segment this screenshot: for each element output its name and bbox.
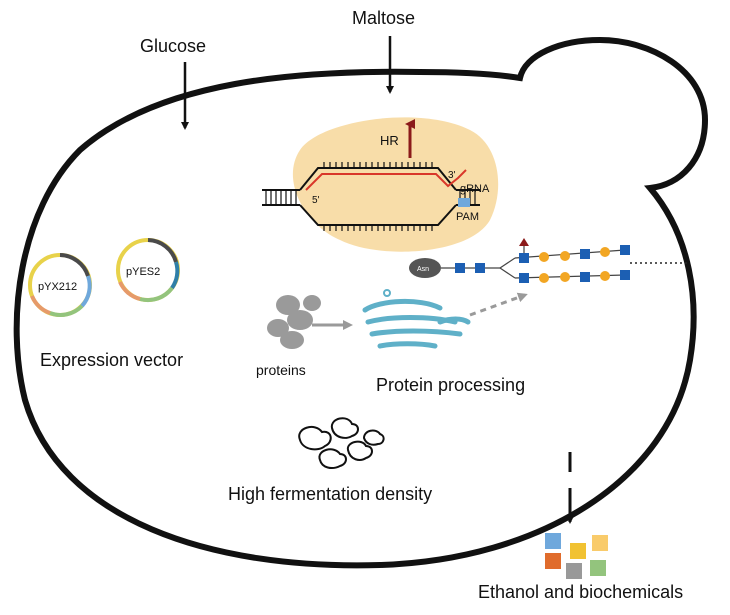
glycan-circle xyxy=(600,247,610,257)
plasmid-pyes2: pYES2 xyxy=(116,238,180,303)
dna-base-ticks xyxy=(265,162,476,231)
cas-protein-blob xyxy=(292,117,499,252)
glycan-red-marker xyxy=(519,238,529,246)
asn-residue xyxy=(409,258,441,278)
product-square xyxy=(566,563,582,579)
hr-label: HR xyxy=(380,133,399,148)
glycan-square xyxy=(475,263,485,273)
product-square xyxy=(570,543,586,559)
maltose-label: Maltose xyxy=(352,8,415,28)
pam-label: PAM xyxy=(456,211,479,223)
product-square xyxy=(545,553,561,569)
protein-cluster xyxy=(267,295,321,349)
plasmid-pyx212: pYX212 xyxy=(28,253,92,317)
er-to-glycan-arrow xyxy=(469,292,528,317)
grna-strand xyxy=(305,169,467,191)
product-squares xyxy=(545,533,608,579)
glycan-circle xyxy=(600,271,610,281)
glycan-square xyxy=(620,245,630,255)
pam-site xyxy=(458,198,470,207)
ethanol-biochemicals-caption: Ethanol and biochemicals xyxy=(478,582,683,602)
fermentation-cells xyxy=(298,417,385,469)
product-square xyxy=(590,560,606,576)
endoplasmic-reticulum xyxy=(362,289,471,349)
glycan-square xyxy=(580,272,590,282)
plasmid-left-label: pYX212 xyxy=(38,281,77,293)
crispr-editing-module: 5' 3' gRNA PAM HR xyxy=(262,117,499,252)
product-square xyxy=(545,533,561,549)
glycan-circle xyxy=(539,252,549,262)
glycan-circle xyxy=(560,251,570,261)
proteins-label: proteins xyxy=(256,362,306,378)
asn-label: Asn xyxy=(417,266,429,273)
three-prime-label: 3' xyxy=(448,170,456,181)
protein-processing-caption: Protein processing xyxy=(376,375,525,395)
glycan-circle xyxy=(560,272,570,282)
glycan-chain: Asn xyxy=(409,238,688,283)
glycan-square xyxy=(580,249,590,259)
expression-vector-caption: Expression vector xyxy=(40,350,183,370)
yeast-cell-outline xyxy=(13,36,709,569)
five-prime-label: 5' xyxy=(312,195,320,206)
glycan-circle xyxy=(539,273,549,283)
glycan-square xyxy=(620,270,630,280)
product-square xyxy=(592,535,608,551)
glucose-label: Glucose xyxy=(140,36,206,56)
high-fermentation-caption: High fermentation density xyxy=(228,484,432,504)
grna-label: gRNA xyxy=(460,183,490,195)
glycan-square xyxy=(455,263,465,273)
glycan-square xyxy=(519,273,529,283)
glycan-square xyxy=(519,253,529,263)
plasmid-right-label: pYES2 xyxy=(126,266,160,278)
